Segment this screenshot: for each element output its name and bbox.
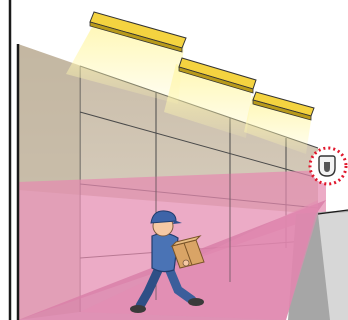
motion-sensor-icon bbox=[308, 146, 348, 186]
ceiling-light-icon bbox=[252, 91, 315, 121]
floor-light-strip bbox=[318, 212, 348, 320]
frame bbox=[8, 0, 20, 320]
ceiling-light-icon bbox=[89, 11, 187, 53]
cardboard-box-icon bbox=[170, 235, 205, 269]
left-wall bbox=[18, 44, 318, 214]
ceiling-light-icon bbox=[178, 57, 257, 94]
